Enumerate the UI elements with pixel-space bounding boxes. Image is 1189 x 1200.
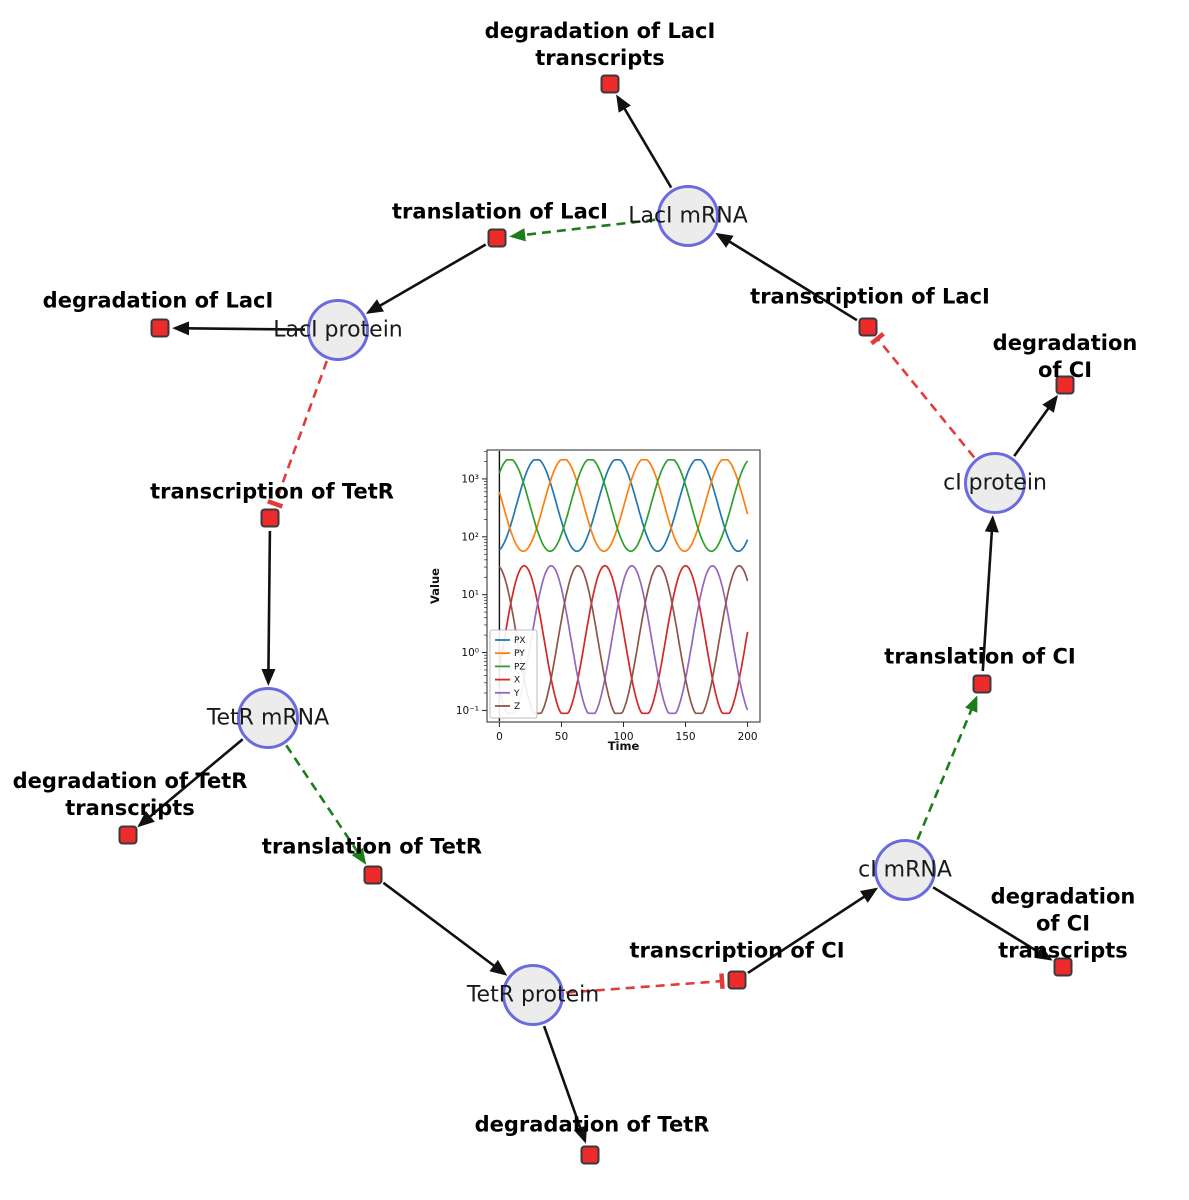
edge-consumption-laci_protein-to-deg_laci <box>172 321 306 336</box>
legend-box <box>489 629 538 719</box>
series-line-PY <box>498 458 749 553</box>
reaction-node-deg_laci_tx[interactable] <box>600 74 620 94</box>
reaction-node-transl_tetr[interactable] <box>363 865 383 885</box>
edge-production-transl_laci-to-laci_protein <box>365 243 487 314</box>
legend-label-Z: Z <box>514 702 520 712</box>
edge-inhibition-ci_protein-to-txn_laci <box>870 331 976 459</box>
edge-production-txn_ci-to-ci_mrna <box>747 887 879 974</box>
y-tick-label: 10⁻¹ <box>456 705 479 717</box>
legend-label-Y: Y <box>513 689 520 699</box>
species-node-tetr_mrna[interactable] <box>237 687 299 749</box>
reaction-node-deg_tetr_tx[interactable] <box>118 825 138 845</box>
series-line-Y <box>498 564 749 715</box>
edge-consumption-ci_mrna-to-deg_ci_tx <box>932 886 1053 961</box>
series-line-PX <box>498 458 749 553</box>
edge-modifier-ci_mrna-to-transl_ci <box>916 695 978 840</box>
species-node-laci_mrna[interactable] <box>657 185 719 247</box>
series-line-X <box>498 564 749 715</box>
x-tick-label: 0 <box>496 731 503 743</box>
y-tick-label: 10² <box>461 531 479 543</box>
legend-label-X: X <box>514 676 520 686</box>
reaction-node-txn_ci[interactable] <box>727 970 747 990</box>
reaction-node-deg_tetr[interactable] <box>580 1145 600 1165</box>
reaction-node-deg_laci[interactable] <box>150 318 170 338</box>
x-axis-label: Time <box>608 739 640 753</box>
species-node-tetr_protein[interactable] <box>502 964 564 1026</box>
edge-consumption-tetr_protein-to-deg_tetr <box>542 1025 587 1144</box>
reaction-node-txn_tetr[interactable] <box>260 508 280 528</box>
y-tick-label: 10⁰ <box>461 647 479 659</box>
reaction-node-deg_ci_tx[interactable] <box>1053 957 1073 977</box>
x-tick-label: 100 <box>613 731 633 743</box>
series-line-PZ <box>498 458 749 553</box>
edge-production-txn_laci-to-laci_mrna <box>715 232 858 322</box>
y-axis-label: Value <box>428 568 442 604</box>
edge-production-transl_ci-to-ci_protein <box>981 515 999 672</box>
series-line-Z <box>498 564 749 715</box>
reaction-node-txn_laci[interactable] <box>858 317 878 337</box>
edge-modifier-tetr_mrna-to-transl_tetr <box>285 744 367 865</box>
y-tick-label: 10³ <box>461 473 479 485</box>
x-tick-label: 200 <box>738 731 758 743</box>
edge-inhibition-tetr_protein-to-txn_ci <box>565 973 725 994</box>
edge-production-transl_tetr-to-tetr_protein <box>382 881 508 976</box>
species-node-ci_protein[interactable] <box>964 452 1026 514</box>
x-tick-label: 50 <box>555 731 568 743</box>
reaction-node-transl_ci[interactable] <box>972 674 992 694</box>
y-tick-label: 10¹ <box>461 589 479 601</box>
edge-modifier-laci_mrna-to-transl_laci <box>509 218 656 242</box>
reaction-node-deg_ci[interactable] <box>1055 375 1075 395</box>
legend-label-PY: PY <box>514 649 525 659</box>
x-tick-label: 150 <box>676 731 696 743</box>
edge-consumption-ci_protein-to-deg_ci <box>1013 394 1058 457</box>
species-node-ci_mrna[interactable] <box>874 839 936 901</box>
reaction-node-transl_laci[interactable] <box>487 228 507 248</box>
species-node-laci_protein[interactable] <box>307 299 369 361</box>
legend-label-PZ: PZ <box>514 662 526 672</box>
edge-production-txn_tetr-to-tetr_mrna <box>261 530 276 686</box>
edge-consumption-tetr_mrna-to-deg_tetr_tx <box>137 738 244 828</box>
edge-consumption-laci_mrna-to-deg_laci_tx <box>616 94 673 189</box>
legend-label-PX: PX <box>514 636 526 646</box>
edge-inhibition-laci_protein-to-txn_tetr <box>267 360 329 509</box>
